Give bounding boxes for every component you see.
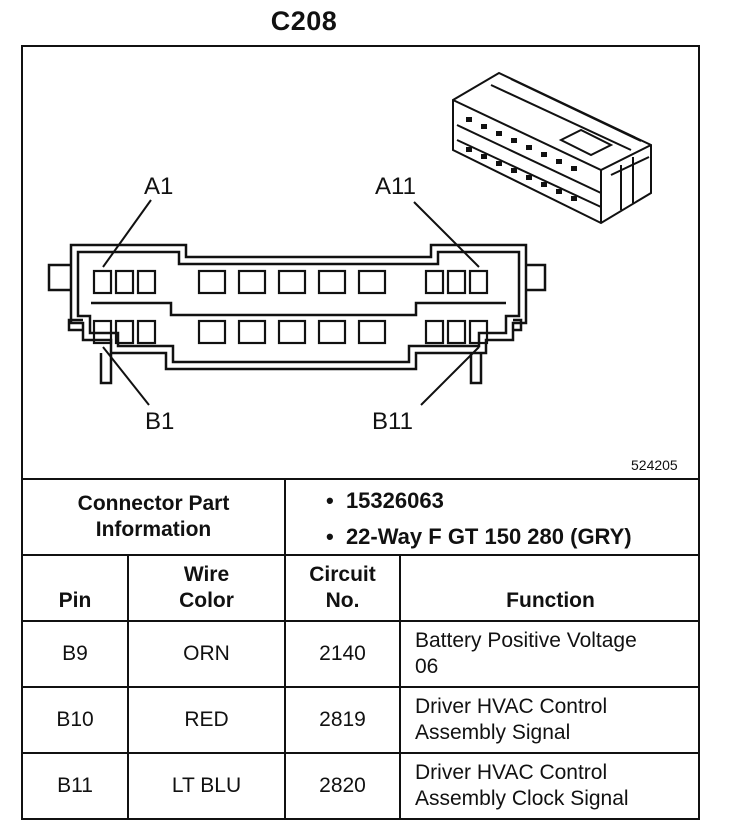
connector-info-item-1: • 15326063 xyxy=(326,488,444,513)
leader-lines xyxy=(102,199,480,406)
row-1-wire-color: ORN xyxy=(183,641,230,665)
part-number: 15326063 xyxy=(345,488,444,513)
row-2-circuit-no: 2819 xyxy=(319,707,366,731)
divider-row-2 xyxy=(21,752,700,754)
pin-label-a11: A11 xyxy=(375,173,416,200)
row-1-function: Battery Positive Voltage 06 xyxy=(415,628,637,678)
row-2-wire-color: RED xyxy=(184,707,229,731)
divider-col-wire xyxy=(127,554,129,820)
connector-face-drawing xyxy=(47,71,652,406)
divider-col-function xyxy=(399,554,401,820)
row-3-circuit-no: 2820 xyxy=(319,773,366,797)
connector-info-label: Connector Part Information xyxy=(77,491,230,541)
row-1-circuit-no: 2140 xyxy=(319,641,366,665)
row-3-wire-color: LT BLU xyxy=(171,773,242,797)
connector-3d-cavities xyxy=(466,117,577,201)
row-2-function: Driver HVAC Control Assembly Signal xyxy=(415,694,608,744)
connector-title: C208 xyxy=(270,6,338,36)
row-3-pin: B11 xyxy=(57,773,93,797)
row-b-cavities xyxy=(92,319,489,345)
row-1-pin: B9 xyxy=(62,641,88,665)
figure-number: 524205 xyxy=(631,457,678,473)
connector-description: 22-Way F GT 150 280 (GRY) xyxy=(345,524,632,549)
pin-label-b1: B1 xyxy=(145,408,175,435)
header-wire-color: Wire Color xyxy=(179,562,234,612)
divider-col-circuit xyxy=(284,478,286,820)
connector-diagram: A1 A11 B1 B11 524205 xyxy=(21,45,700,478)
pin-label-b11: B11 xyxy=(372,408,413,435)
row-2-pin: B10 xyxy=(56,707,94,731)
connector-outline xyxy=(47,243,547,385)
connector-3d-view xyxy=(452,71,652,225)
row-3-function: Driver HVAC Control Assembly Clock Signa… xyxy=(415,760,629,810)
pin-label-a1: A1 xyxy=(144,173,174,200)
connector-info-item-2: • 22-Way F GT 150 280 (GRY) xyxy=(326,524,632,549)
divider-info xyxy=(21,554,700,556)
divider-diagram xyxy=(21,478,700,480)
header-function: Function xyxy=(506,588,595,612)
row-a-cavities xyxy=(92,269,489,295)
divider-row-1 xyxy=(21,686,700,688)
divider-header xyxy=(21,620,700,622)
header-pin: Pin xyxy=(58,588,92,612)
connector-frame xyxy=(21,45,700,820)
header-circuit-no: Circuit No. xyxy=(309,562,376,612)
